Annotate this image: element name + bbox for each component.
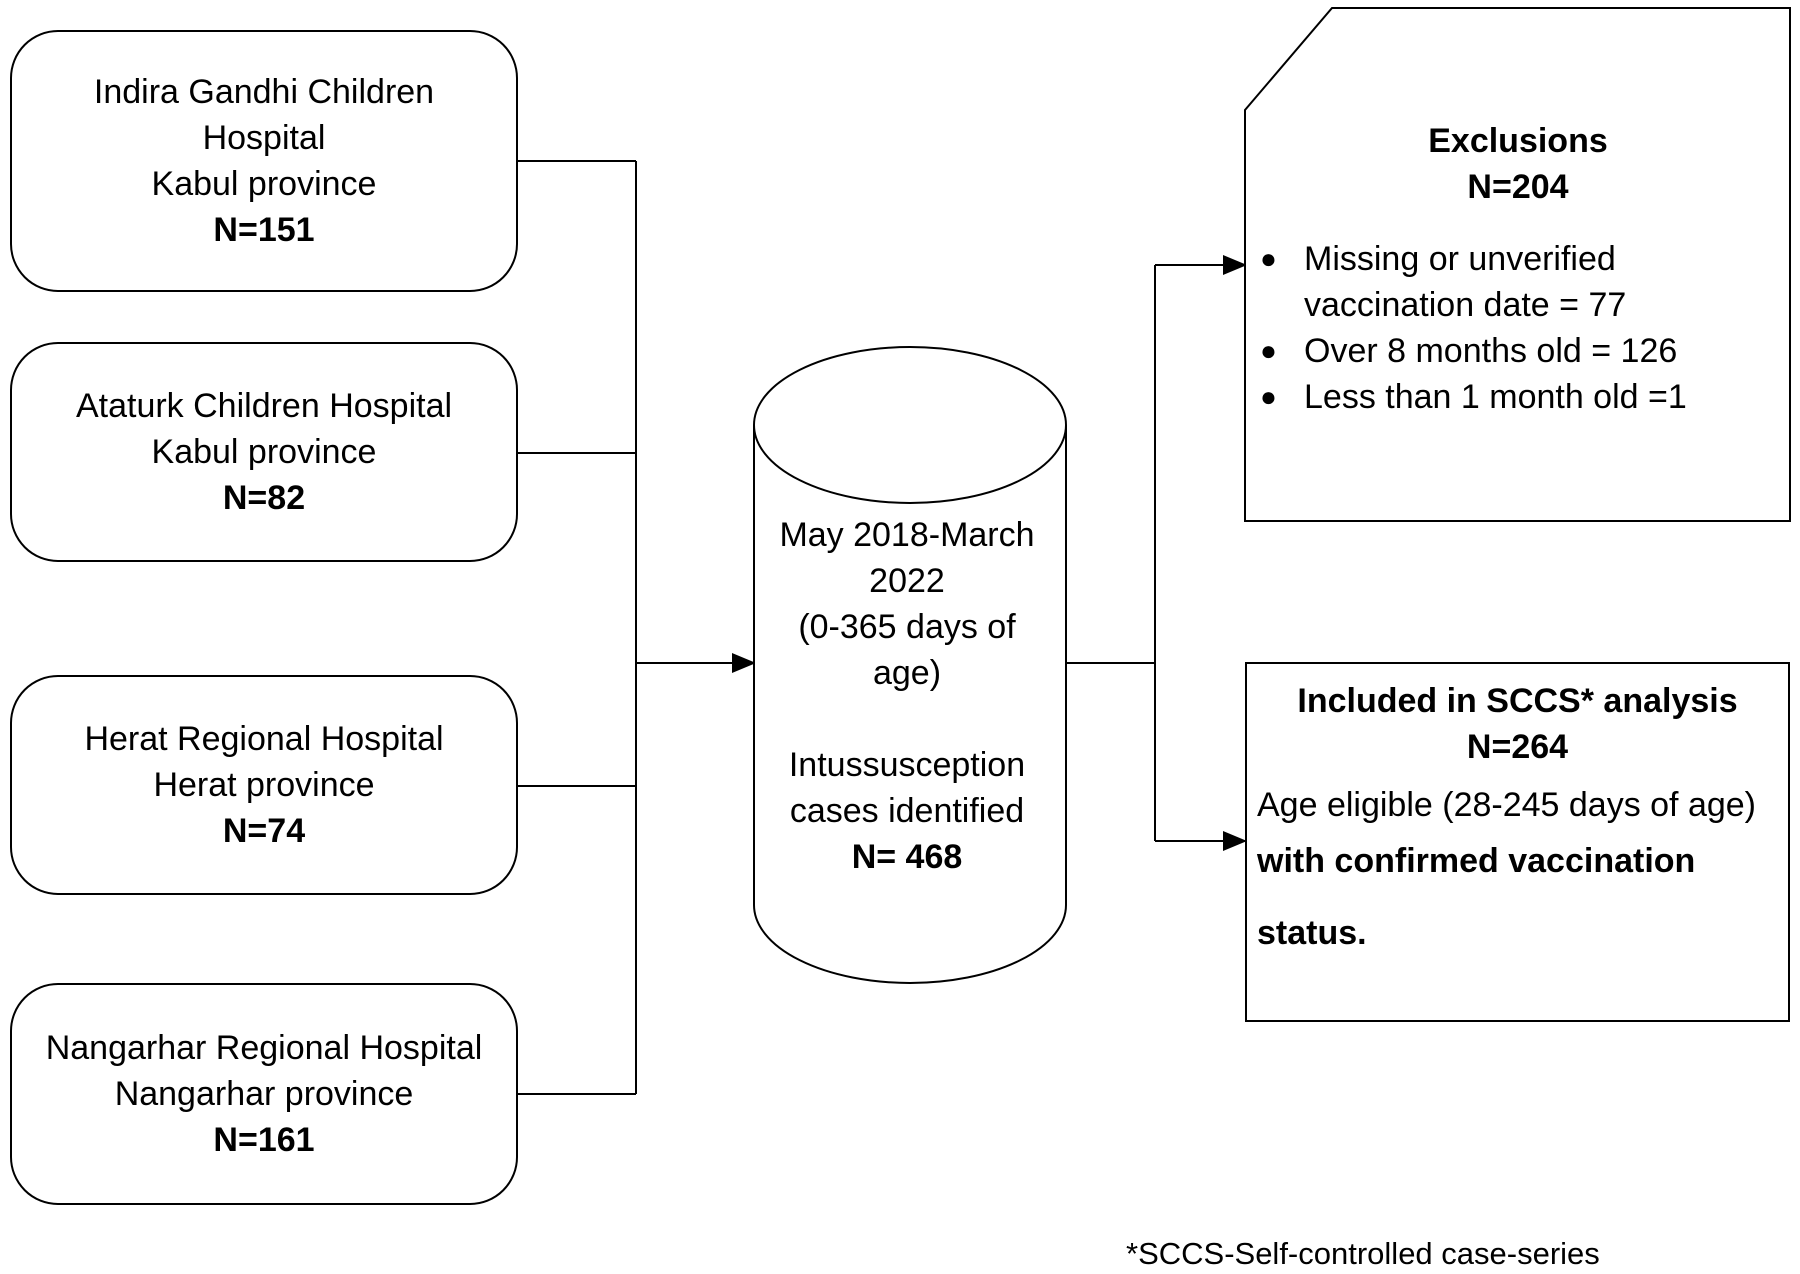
cases-text: May 2018-March 2022 (0-365 days of age) … (752, 512, 1062, 880)
exclusion-item: ● Missing or unverified vaccination date… (1248, 236, 1788, 328)
exclusion-item: ● Over 8 months old = 126 (1248, 328, 1788, 374)
hospital-province: Nangarhar province (114, 1075, 414, 1113)
hospital-box-nangarhar: Nangarhar Regional Hospital Nangarhar pr… (10, 983, 518, 1205)
cases-label-line: cases identified (789, 792, 1025, 830)
hospital-province: Kabul province (151, 433, 377, 471)
bullet-icon: ● (1260, 243, 1277, 274)
hospital-count: N=74 (222, 812, 306, 850)
cases-age-line: age) (872, 654, 942, 692)
bullet-icon: ● (1260, 335, 1277, 366)
included-criteria-bold: with confirmed vaccination (1257, 842, 1696, 880)
hospital-box-indira-gandhi: Indira Gandhi Children Hospital Kabul pr… (10, 30, 518, 292)
exclusions-box: Exclusions N=204 ● Missing or unverified… (1248, 118, 1788, 420)
included-count: N=264 (1466, 728, 1569, 766)
cases-label-line: Intussusception (788, 746, 1026, 784)
hospital-name-line: Indira Gandhi Children (93, 73, 435, 111)
hospital-name-line: Ataturk Children Hospital (75, 387, 453, 425)
exclusions-title: Exclusions (1428, 122, 1608, 160)
hospital-box-ataturk: Ataturk Children Hospital Kabul province… (10, 342, 518, 562)
hospital-name-line: Herat Regional Hospital (84, 720, 444, 758)
footnote: *SCCS-Self-controlled case-series (1126, 1236, 1600, 1271)
hospital-box-herat: Herat Regional Hospital Herat province N… (10, 675, 518, 895)
included-box: Included in SCCS* analysis N=264 Age eli… (1245, 662, 1790, 1022)
hospital-count: N=161 (213, 1121, 315, 1159)
exclusions-count: N=204 (1467, 168, 1569, 206)
cases-count: N= 468 (851, 838, 963, 876)
exclusion-item: ● Less than 1 month old =1 (1248, 374, 1788, 420)
bullet-icon: ● (1260, 381, 1277, 412)
included-criteria: Age eligible (28-245 days of age) (1257, 786, 1756, 824)
hospital-count: N=82 (222, 479, 306, 517)
included-criteria-bold: status. (1257, 914, 1367, 952)
cases-cylinder (753, 346, 1067, 984)
hospital-province: Kabul province (151, 165, 377, 203)
hospital-count: N=151 (213, 211, 315, 249)
exclusions-list: ● Missing or unverified vaccination date… (1248, 236, 1788, 420)
exclusions-box-outline (1244, 7, 1791, 522)
cases-period-line: May 2018-March (779, 516, 1035, 554)
cases-period-line: 2022 (869, 562, 945, 600)
cases-age-line: (0-365 days of (798, 608, 1016, 646)
hospital-province: Herat province (153, 766, 375, 804)
included-title: Included in SCCS* analysis (1297, 682, 1738, 720)
hospital-name-line: Hospital (202, 119, 326, 157)
hospital-name-line: Nangarhar Regional Hospital (45, 1029, 483, 1067)
